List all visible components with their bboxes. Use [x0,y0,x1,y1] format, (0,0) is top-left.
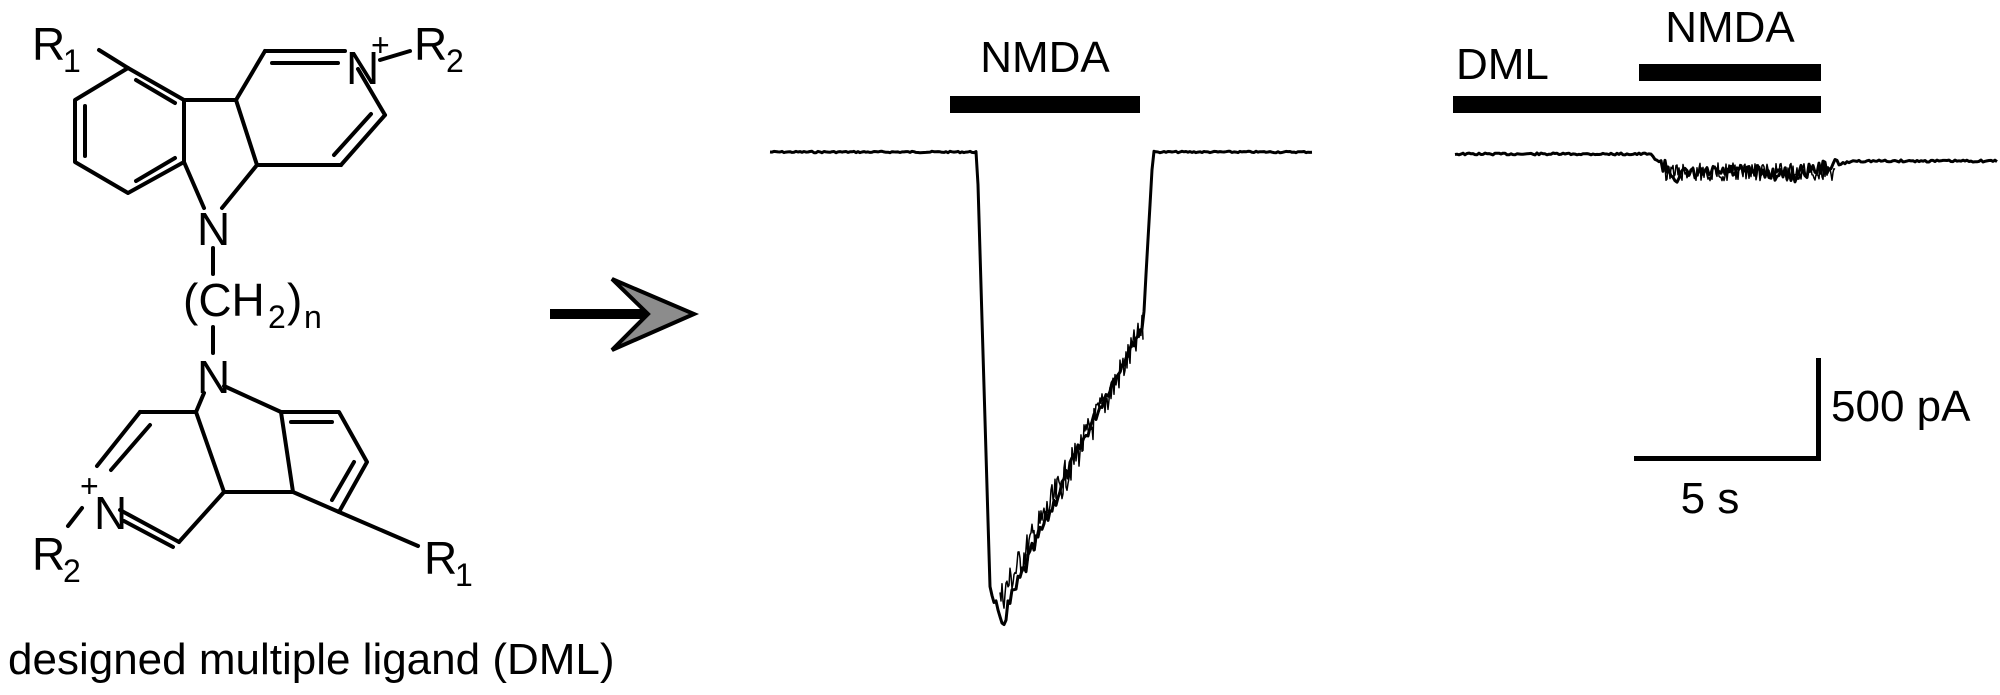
scale-bar: 500 pA 5 s [1634,358,1971,523]
chemical-structure: R 1 N + R 2 N (CH 2 ) n N + N R 2 R 1 [32,18,473,593]
current-trace-control-noise [999,314,1144,609]
r2-top-label: R [414,18,447,70]
dml-application-bar [1453,96,1821,113]
linker-close-label: ) [287,274,302,326]
current-trace-control [769,149,1313,627]
scale-bar-time [1634,456,1821,461]
scale-bar-time-label: 5 s [1681,474,1740,523]
n-top-indole-label: N [197,203,230,255]
n-bottom-indole-label: N [197,351,230,403]
charge-bottom-label: + [80,468,99,504]
r2-bottom-subscript: 2 [63,553,81,589]
linker-sub-2-label: 2 [268,299,286,335]
control-trace-panel: NMDA [769,33,1313,627]
r2-bottom-label: R [32,528,65,580]
nmda-application-bar-dml [1639,64,1821,81]
nmda-application-bar-control [950,96,1140,113]
n-bottom-ring-label: N [94,487,127,539]
right-arrow-icon [550,277,700,352]
current-trace-dml-noise [1664,162,1836,182]
r2-top-subscript: 2 [446,43,464,79]
n-top-ring-label: N [346,42,379,94]
scale-bar-current-label: 500 pA [1831,382,1971,431]
linker-open-label: (CH [183,274,265,326]
r1-top-label: R [32,18,65,70]
nmda-label-dml: NMDA [1665,3,1795,52]
dml-trace-panel: DML NMDA [1453,3,1998,184]
nmda-label-control: NMDA [980,33,1110,82]
r1-bottom-subscript: 1 [455,557,473,593]
dml-label: DML [1456,40,1549,89]
r1-bottom-label: R [424,532,457,584]
scale-bar-current [1816,358,1821,461]
molecule-caption: designed multiple ligand (DML) [8,635,615,684]
linker-sub-n-label: n [304,299,322,335]
r1-top-subscript: 1 [63,43,81,79]
charge-top-label: + [371,27,390,63]
